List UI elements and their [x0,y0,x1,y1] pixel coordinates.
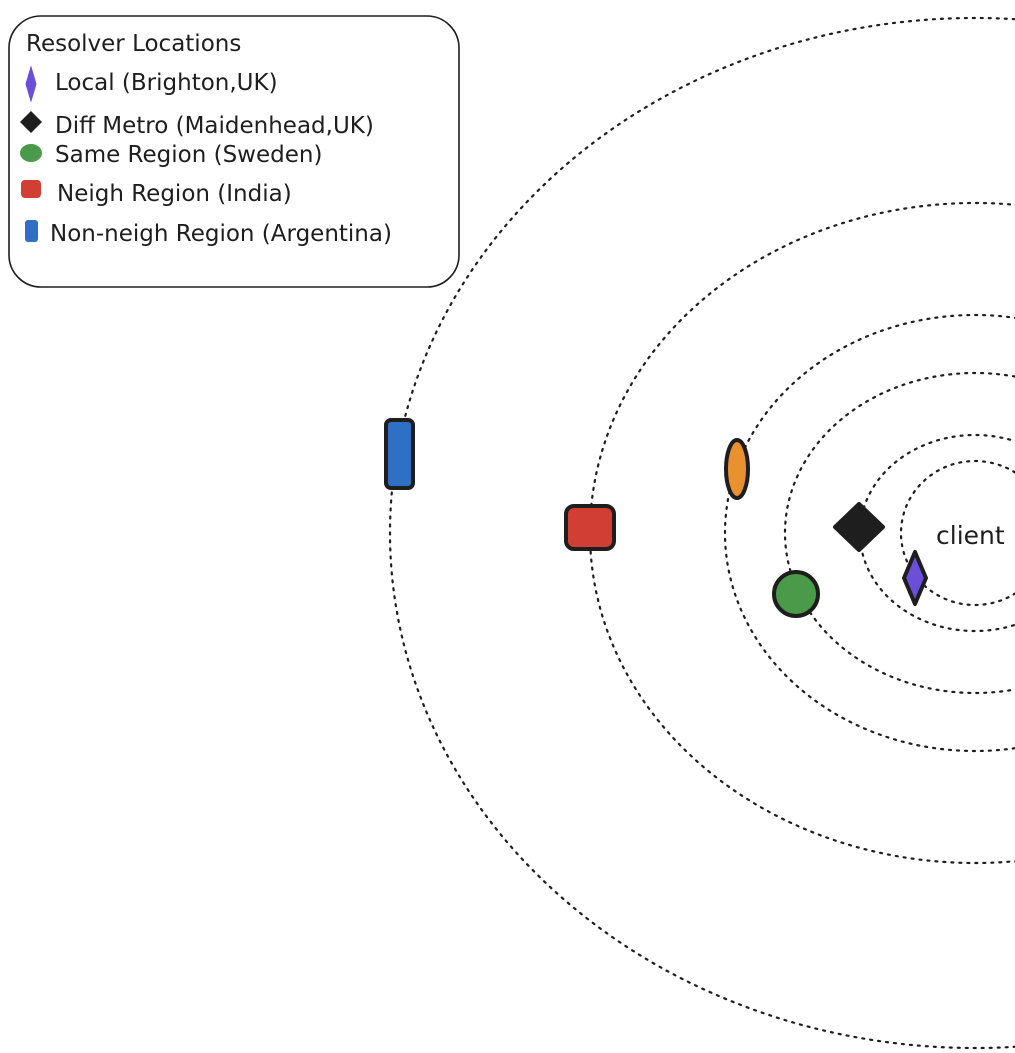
orange-resolver-marker [724,438,750,500]
resolver-markers [384,418,928,618]
legend-item-neigh-region: Neigh Region (India) [57,181,292,207]
legend-non-neigh-region-icon [25,220,38,242]
legend-item-diff-metro: Diff Metro (Maidenhead,UK) [55,113,374,139]
legend-neigh-region-icon [21,180,41,198]
legend-local-icon [25,65,37,103]
same-region-resolver-marker [772,570,820,618]
legend-item-same-region: Same Region (Sweden) [55,142,322,168]
legend-item-non-neigh-region: Non-neigh Region (Argentina) [50,221,392,247]
legend: Resolver Locations Local (Brighton,UK) D… [8,15,460,288]
legend-box [8,15,460,288]
ring-1 [899,459,1015,607]
legend-title: Resolver Locations [26,31,241,57]
ring-6 [389,17,1015,1049]
distance-rings [389,17,1015,1049]
legend-same-region-icon [20,144,42,162]
ring-5 [589,201,1015,865]
client-label: client [936,521,1005,550]
ring-2 [858,433,1015,633]
ring-4 [723,313,1015,753]
legend-diff-metro-icon [20,111,42,133]
ring-3 [783,371,1015,695]
diff-metro-resolver-marker [833,502,885,552]
legend-item-local: Local (Brighton,UK) [55,70,278,96]
local-resolver-marker [902,550,928,606]
neigh-region-resolver-marker [564,504,616,551]
non-neigh-region-resolver-marker [384,418,415,490]
